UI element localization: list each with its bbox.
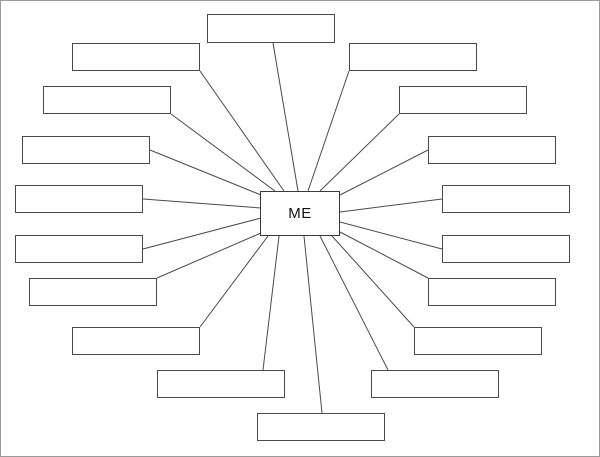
connector-line-left-4 bbox=[156, 232, 262, 279]
connector-line-right-4 bbox=[339, 231, 429, 279]
connector-line-upper-left-2 bbox=[170, 113, 276, 192]
center-box: ME bbox=[260, 191, 340, 236]
branch-box-right-2[interactable] bbox=[442, 185, 570, 213]
connector-line-lower-right-2 bbox=[319, 235, 389, 371]
branch-box-lower-right-1[interactable] bbox=[414, 327, 542, 355]
branch-box-right-3[interactable] bbox=[442, 235, 570, 263]
branch-box-top[interactable] bbox=[207, 14, 335, 43]
branch-box-upper-right-1[interactable] bbox=[349, 43, 477, 71]
connector-line-lower-left-2 bbox=[262, 235, 280, 371]
branch-box-bottom[interactable] bbox=[257, 413, 385, 441]
branch-box-left-4[interactable] bbox=[29, 278, 157, 306]
connector-line-upper-left-1 bbox=[199, 70, 285, 192]
branch-box-upper-left-2[interactable] bbox=[43, 86, 171, 114]
branch-box-right-1[interactable] bbox=[428, 136, 556, 164]
connector-line-upper-right-1 bbox=[307, 70, 350, 192]
center-label: ME bbox=[288, 205, 312, 222]
connector-line-lower-left-1 bbox=[199, 235, 269, 328]
connector-line-lower-right-1 bbox=[331, 235, 415, 328]
connector-line-bottom bbox=[303, 235, 323, 414]
branch-box-lower-left-2[interactable] bbox=[157, 370, 285, 398]
connector-line-left-2 bbox=[142, 198, 262, 209]
connector-line-upper-right-2 bbox=[319, 113, 400, 192]
branch-box-lower-left-1[interactable] bbox=[72, 327, 200, 355]
branch-box-left-2[interactable] bbox=[15, 185, 143, 213]
branch-box-left-3[interactable] bbox=[15, 235, 143, 263]
branch-box-lower-right-2[interactable] bbox=[371, 370, 499, 398]
branch-box-right-4[interactable] bbox=[428, 278, 556, 306]
connector-line-right-2 bbox=[339, 198, 443, 213]
connector-line-left-1 bbox=[149, 149, 262, 196]
branch-box-left-1[interactable] bbox=[22, 136, 150, 164]
connector-line-left-3 bbox=[142, 217, 262, 250]
connector-line-top bbox=[272, 42, 299, 192]
branch-box-upper-left-1[interactable] bbox=[72, 43, 200, 71]
connector-line-right-3 bbox=[339, 221, 443, 250]
branch-box-upper-right-2[interactable] bbox=[399, 86, 527, 114]
connector-line-right-1 bbox=[339, 149, 429, 196]
